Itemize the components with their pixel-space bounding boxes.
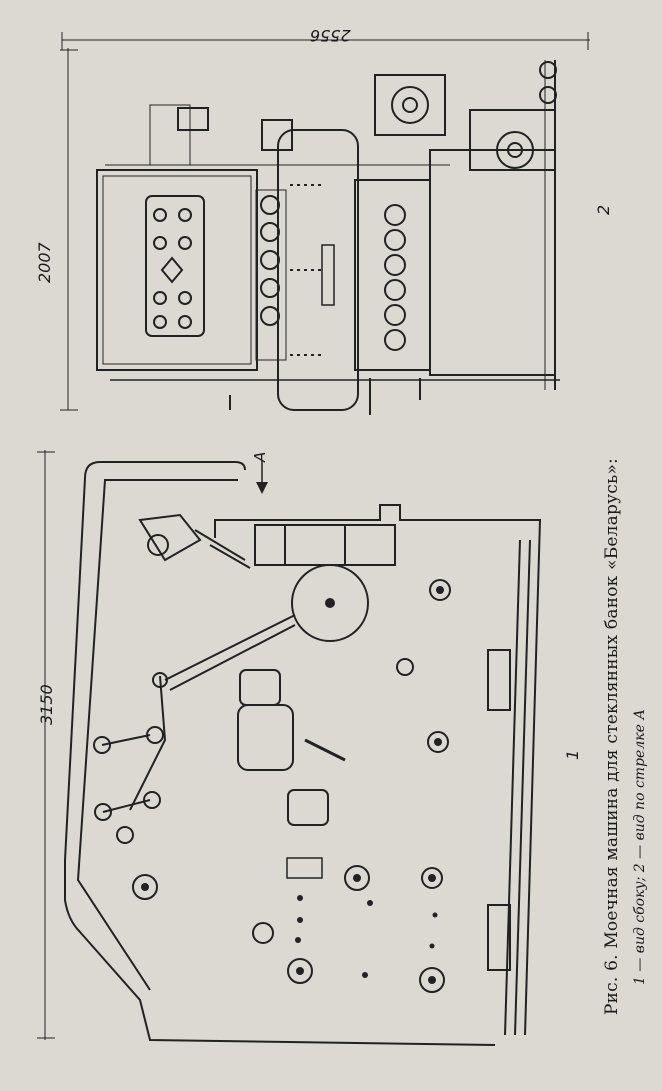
front-view-label: 2 xyxy=(594,204,613,215)
front-view-drawing xyxy=(60,32,590,415)
height-dimension: 2007 xyxy=(35,242,54,283)
side-view-drawing xyxy=(37,450,542,1046)
arrow-a-label: A xyxy=(251,451,269,462)
width-dimension: 2556 xyxy=(310,26,351,45)
figure-caption-title: Рис. 6. Моечная машина для стеклянных ба… xyxy=(602,458,622,1015)
side-view-label: 1 xyxy=(563,749,582,760)
figure-caption-subtitle: 1 — вид сбоку; 2 — вид по стрелке А xyxy=(632,709,648,985)
length-dimension: 3150 xyxy=(37,684,56,725)
